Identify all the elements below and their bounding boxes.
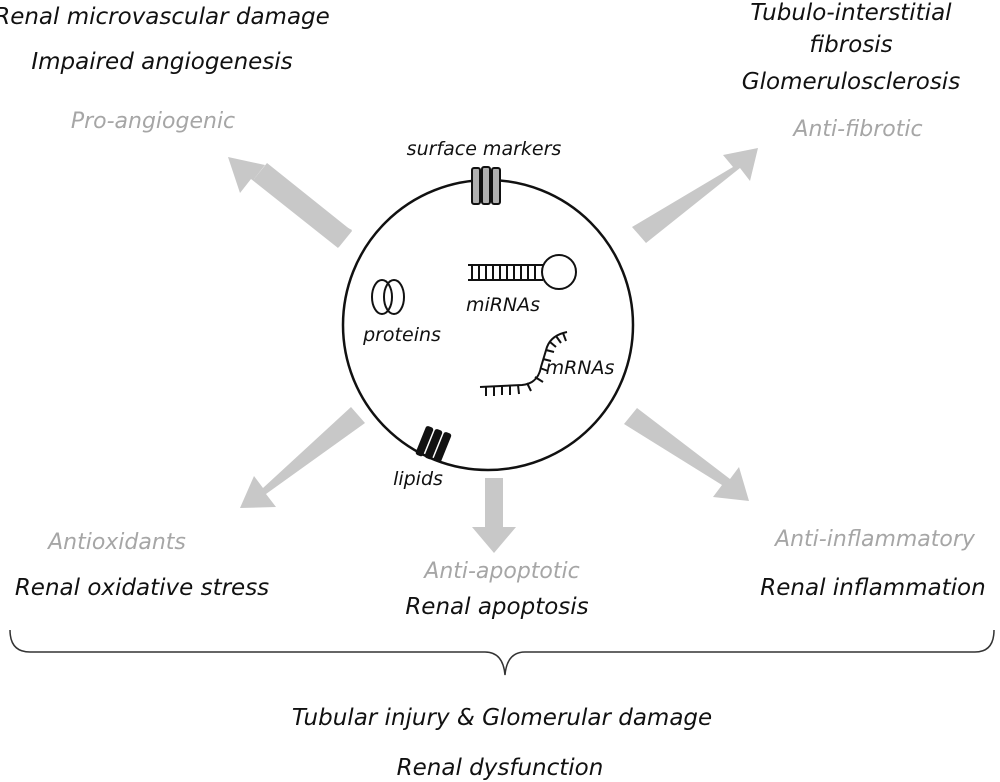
condition-renal-oxidative-stress: Renal oxidative stress	[15, 575, 269, 601]
mrna-strand-icon	[479, 331, 568, 396]
condition-tubulo-interstitial: Tubulo-interstitial	[750, 0, 952, 26]
arrow-anti-apoptotic	[472, 478, 516, 553]
condition-fibrosis: fibrosis	[809, 32, 892, 58]
label-surface-markers: surface markers	[407, 138, 562, 160]
condition-renal-apoptosis: Renal apoptosis	[405, 594, 588, 620]
label-proteins: proteins	[362, 324, 441, 346]
effect-antioxidants: Antioxidants	[46, 530, 186, 555]
curly-brace	[9, 629, 995, 676]
effect-pro-angiogenic: Pro-angiogenic	[71, 109, 235, 134]
arrow-antioxidants	[240, 407, 365, 508]
label-mrnas: mRNAs	[546, 357, 615, 379]
label-lipids: lipids	[393, 468, 443, 490]
effect-anti-apoptotic: Anti-apoptotic	[422, 559, 579, 584]
lipids-icon	[415, 426, 452, 463]
condition-renal-inflammation: Renal inflammation	[760, 575, 985, 601]
arrow-anti-fibrotic	[632, 148, 758, 243]
arrow-pro-angiogenic-body	[254, 163, 352, 247]
effect-anti-inflammatory: Anti-inflammatory	[773, 527, 976, 552]
mirna-hairpin-icon	[468, 254, 577, 290]
label-mirnas: miRNAs	[466, 294, 540, 316]
condition-glomerulosclerosis: Glomerulosclerosis	[742, 69, 960, 95]
outcome-renal-dysfunction: Renal dysfunction	[397, 755, 604, 781]
surface-markers-icon	[471, 166, 501, 205]
arrow-anti-inflammatory	[624, 408, 749, 501]
outcome-tubular-glomerular-damage: Tubular injury & Glomerular damage	[292, 705, 712, 731]
condition-impaired-angiogenesis: Impaired angiogenesis	[31, 49, 292, 75]
proteins-icon	[371, 279, 405, 315]
condition-renal-microvascular-damage: Renal microvascular damage	[0, 4, 330, 30]
effect-anti-fibrotic: Anti-fibrotic	[791, 117, 922, 142]
